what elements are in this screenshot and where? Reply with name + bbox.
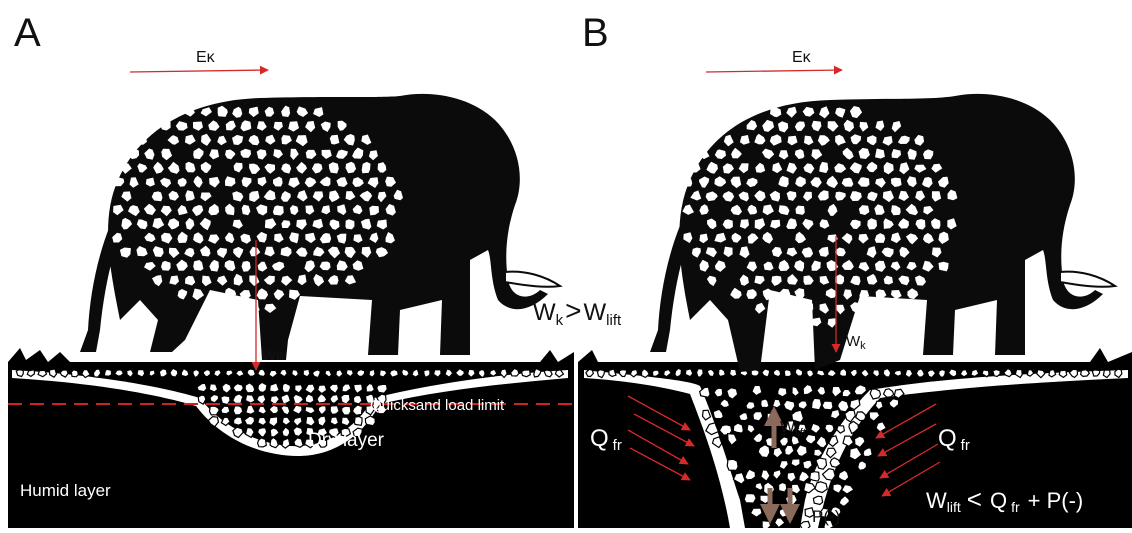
texture-cell <box>761 399 769 408</box>
texture-cell <box>796 206 805 215</box>
humid-layer-label: Humid layer <box>20 481 111 500</box>
texture-cell <box>390 370 399 378</box>
texture-cell <box>294 438 303 448</box>
texture-cell <box>619 370 626 377</box>
texture-cell <box>730 369 737 377</box>
weight-label-a: Wκ <box>262 347 284 364</box>
texture-cell <box>233 406 243 415</box>
texture-cell <box>369 369 375 377</box>
pressure-label: P(-) <box>812 507 840 526</box>
kinetic-energy-arrow-a <box>130 70 268 72</box>
texture-cell <box>791 459 800 467</box>
texture-cell <box>746 402 755 410</box>
weight-label-b: Wk <box>846 333 866 352</box>
dry-layer-label: Dry layer <box>308 430 385 451</box>
texture-cell <box>27 370 34 377</box>
panel-divider <box>574 0 578 528</box>
texture-cell <box>787 304 798 314</box>
texture-cell <box>727 459 738 470</box>
texture-cell <box>209 384 217 392</box>
texture-cell <box>597 370 604 378</box>
weight-vs-lift-inequality: Wk>Wlift <box>533 295 622 329</box>
texture-cell <box>71 370 78 377</box>
texture-cell <box>802 302 813 314</box>
texture-cell <box>258 438 267 447</box>
texture-cell <box>353 395 362 404</box>
texture-cell <box>115 370 124 376</box>
texture-cell <box>357 370 365 377</box>
texture-cell <box>870 389 880 399</box>
texture-cell <box>867 302 876 314</box>
texture-cell <box>652 370 659 376</box>
texture-cell <box>685 369 692 377</box>
texture-cell <box>733 423 743 433</box>
elephant-silhouette <box>650 94 1115 372</box>
texture-cell <box>313 370 321 378</box>
texture-cell <box>779 483 787 493</box>
tusk-b <box>1060 272 1115 287</box>
texture-cell <box>773 369 781 377</box>
texture-cell <box>779 508 787 518</box>
texture-cell <box>858 461 867 471</box>
texture-cell <box>884 303 893 312</box>
texture-cell <box>1081 370 1090 377</box>
texture-cell <box>815 482 827 493</box>
texture-cell <box>812 398 822 410</box>
texture-cell <box>795 317 806 327</box>
kinetic-energy-label-b: Eκ <box>792 49 812 66</box>
panel-letter-b: B <box>582 11 609 55</box>
texture-cell <box>104 369 111 376</box>
texture-cell <box>247 369 256 376</box>
texture-cell <box>778 387 787 397</box>
kinetic-energy-label-a: Eκ <box>196 49 216 66</box>
ground-humid-layer-a <box>8 362 574 528</box>
texture-cell <box>258 382 267 392</box>
texture-cell <box>342 406 351 415</box>
texture-cell <box>234 417 243 425</box>
texture-cell <box>282 383 290 392</box>
texture-cell <box>365 416 375 426</box>
texture-cell <box>161 261 171 271</box>
texture-cell <box>159 369 167 377</box>
texture-cell <box>377 384 388 393</box>
texture-cell <box>16 370 23 377</box>
panel-letter-a: A <box>14 11 41 55</box>
texture-cell <box>522 370 531 377</box>
texture-cell <box>424 370 430 378</box>
texture-cell <box>822 401 833 410</box>
texture-cell <box>273 205 284 215</box>
texture-cell <box>993 370 1000 377</box>
tusk-a <box>505 272 560 287</box>
texture-cell <box>170 368 178 377</box>
panel-a: A Eκ Wκ Quicksand load limit Dry layer H… <box>8 11 574 528</box>
texture-cell <box>345 219 354 229</box>
load-limit-label: Quicksand load limit <box>370 397 505 414</box>
texture-cell <box>354 417 362 426</box>
kinetic-energy-arrow-b <box>706 70 842 72</box>
texture-cell <box>807 370 814 377</box>
texture-cell <box>744 494 756 504</box>
texture-cell <box>303 369 310 377</box>
texture-cell <box>813 496 822 504</box>
texture-cell <box>258 369 266 377</box>
texture-cell <box>784 370 791 377</box>
texture-cell <box>210 406 220 415</box>
texture-cell <box>762 521 771 528</box>
panel-b: B Eκ Wk Qfr Qfr Wlift P(-) Wlift<Qfr+ P(… <box>578 11 1132 528</box>
texture-cell <box>683 178 692 187</box>
elephant-silhouette <box>80 94 560 360</box>
texture-cell <box>771 304 781 314</box>
texture-cell <box>810 472 820 481</box>
texture-cell <box>773 399 782 408</box>
texture-cell <box>939 370 946 378</box>
texture-cell <box>330 406 339 415</box>
